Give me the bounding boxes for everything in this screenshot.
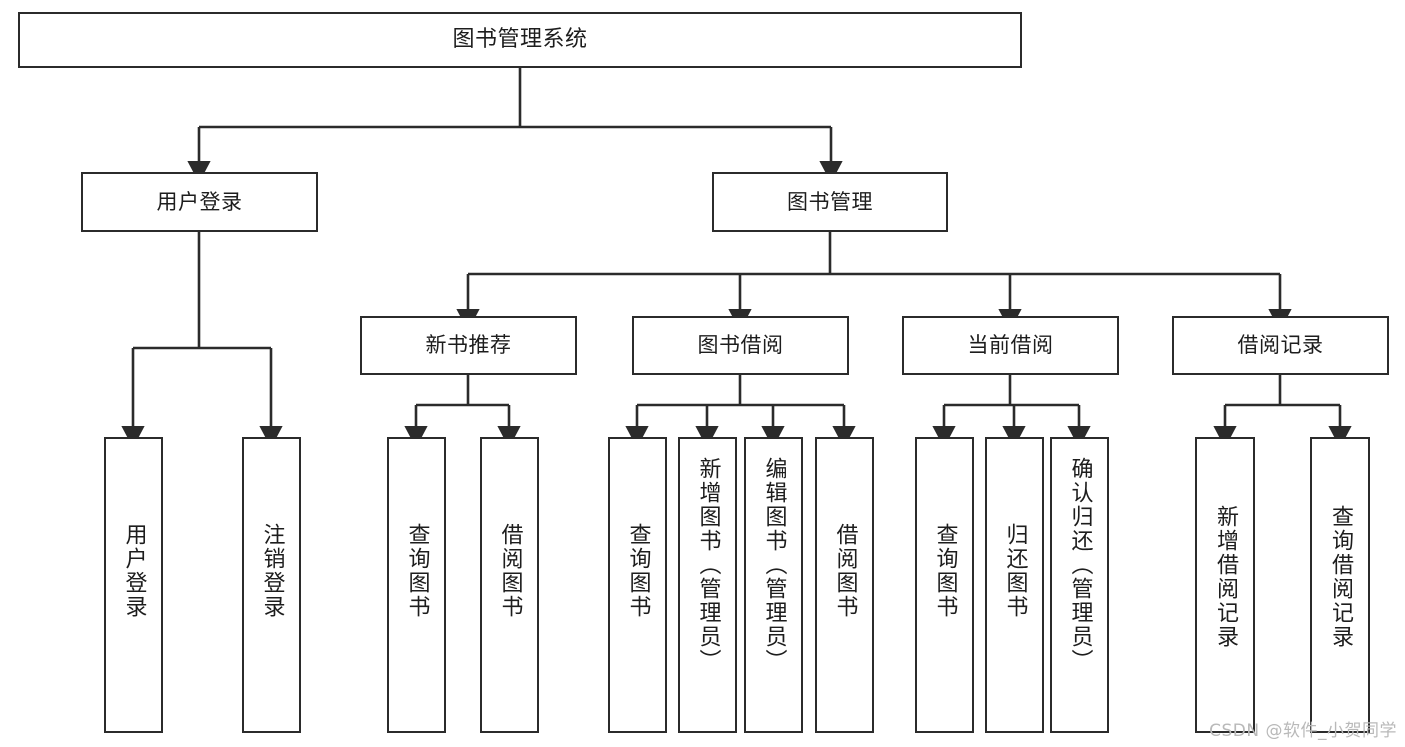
node-label: 查询图书	[404, 523, 430, 619]
node-label: 借阅记录	[1237, 333, 1324, 358]
node-label: 用户登录	[156, 189, 243, 214]
node-leaf-query-borrow-record[interactable]: 查询借阅记录	[1310, 437, 1370, 733]
node-label: 归还图书	[1002, 523, 1028, 619]
node-new-book-recommend[interactable]: 新书推荐	[360, 316, 577, 375]
node-label: 图书管理	[787, 189, 873, 214]
node-leaf-return-book[interactable]: 归还图书	[985, 437, 1044, 733]
node-label: 编辑图书（管理员）	[761, 457, 787, 673]
node-book-management[interactable]: 图书管理	[712, 172, 948, 232]
node-label: 借阅图书	[832, 523, 858, 619]
node-label: 确认归还（管理员）	[1067, 457, 1093, 673]
node-borrow-record[interactable]: 借阅记录	[1172, 316, 1389, 375]
node-label: 新增图书（管理员）	[695, 457, 721, 673]
node-leaf-logout[interactable]: 注销登录	[242, 437, 301, 733]
node-label: 当前借阅	[967, 333, 1054, 358]
node-leaf-add-book-admin[interactable]: 新增图书（管理员）	[678, 437, 737, 733]
node-leaf-user-login[interactable]: 用户登录	[104, 437, 163, 733]
node-leaf-borrow-book-recommend[interactable]: 借阅图书	[480, 437, 539, 733]
node-label: 查询图书	[932, 523, 958, 619]
node-label: 图书借阅	[697, 333, 784, 358]
node-label: 查询图书	[625, 523, 651, 619]
node-label: 注销登录	[259, 523, 285, 619]
node-label: 查询借阅记录	[1327, 505, 1353, 649]
node-leaf-edit-book-admin[interactable]: 编辑图书（管理员）	[744, 437, 803, 733]
node-leaf-borrow-book[interactable]: 借阅图书	[815, 437, 874, 733]
node-leaf-query-book-recommend[interactable]: 查询图书	[387, 437, 446, 733]
node-label: 新增借阅记录	[1212, 505, 1238, 649]
node-leaf-query-book-borrow[interactable]: 查询图书	[608, 437, 667, 733]
node-current-borrow[interactable]: 当前借阅	[902, 316, 1119, 375]
node-book-borrow[interactable]: 图书借阅	[632, 316, 849, 375]
node-label: 用户登录	[121, 523, 147, 619]
node-root-system[interactable]: 图书管理系统	[18, 12, 1022, 68]
node-leaf-query-book-current[interactable]: 查询图书	[915, 437, 974, 733]
node-user-login[interactable]: 用户登录	[81, 172, 318, 232]
node-label: 借阅图书	[497, 523, 523, 619]
csdn-watermark: CSDN @软件_小贺同学	[1209, 721, 1397, 741]
node-label: 图书管理系统	[452, 27, 588, 53]
node-leaf-add-borrow-record[interactable]: 新增借阅记录	[1195, 437, 1255, 733]
node-label: 新书推荐	[425, 333, 512, 358]
node-leaf-confirm-return-admin[interactable]: 确认归还（管理员）	[1050, 437, 1109, 733]
